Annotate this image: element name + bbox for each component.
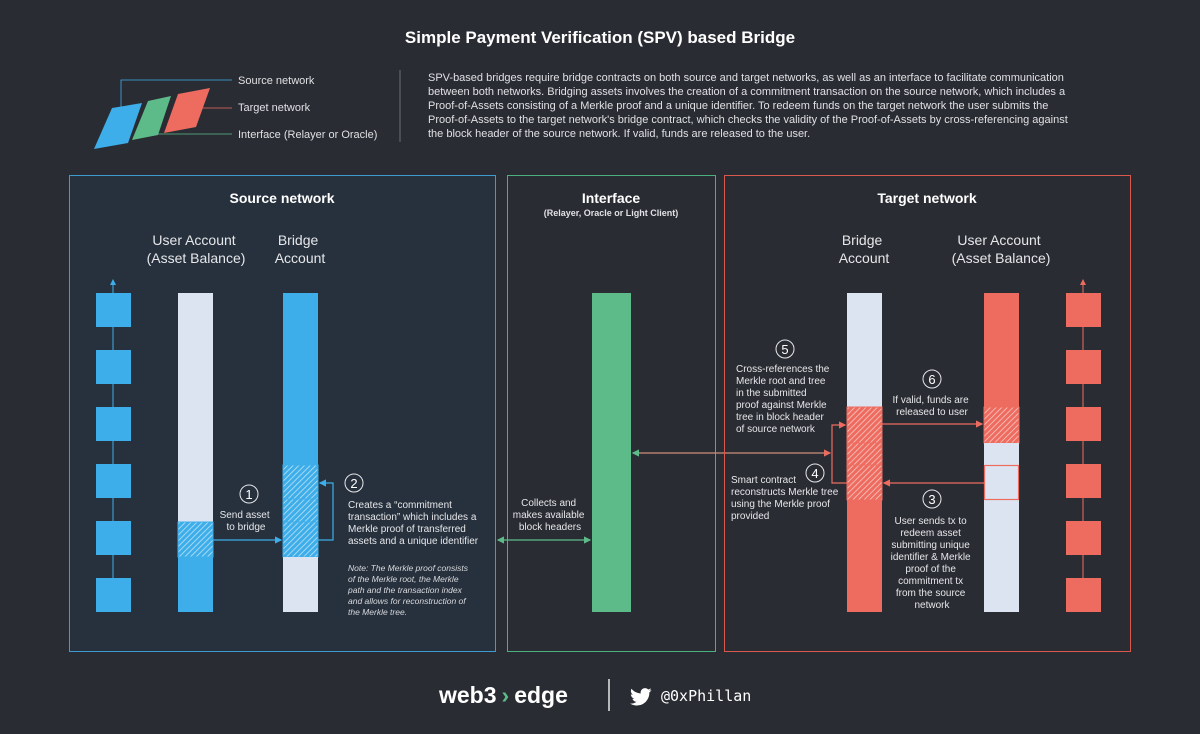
step-6-badge xyxy=(922,369,942,389)
block xyxy=(1066,407,1101,441)
target-network-swatch xyxy=(164,88,210,133)
twitter-icon xyxy=(630,688,652,706)
block xyxy=(1066,350,1101,384)
block xyxy=(96,407,131,441)
step-2-text: Creates a “commitment transaction” which… xyxy=(348,500,479,547)
step-2-badge xyxy=(344,473,364,493)
block xyxy=(96,464,131,498)
step-4-number: 4 xyxy=(811,466,818,481)
interface-title: Interface xyxy=(582,190,641,206)
brand-logo: web3›edge xyxy=(438,682,568,708)
target-blockchain xyxy=(1066,279,1101,612)
block xyxy=(96,350,131,384)
legend: Source network Target network Interface … xyxy=(94,75,377,149)
target-user-account-header: User Account (Asset Balance) xyxy=(952,232,1051,266)
step-5-text: Cross-references the Merkle root and tre… xyxy=(736,364,832,435)
target-bridge-balance-bar xyxy=(846,293,883,612)
block xyxy=(1066,578,1101,612)
source-user-balance-bar xyxy=(177,293,214,612)
source-bridge-account-header: Bridge Account xyxy=(275,232,326,266)
step-4-text: Smart contract reconstructs Merkle tree … xyxy=(731,475,841,522)
source-user-account-header: User Account (Asset Balance) xyxy=(147,232,246,266)
interface-swatch xyxy=(132,96,171,140)
legend-source-label: Source network xyxy=(238,75,315,87)
target-network-panel: Target network Bridge Account User Accou… xyxy=(724,175,1131,652)
block xyxy=(96,521,131,555)
source-bridge-balance-bar xyxy=(282,293,319,612)
interface-panel: Interface (Relayer, Oracle or Light Clie… xyxy=(496,175,716,652)
step-6-text: If valid, funds are released to user xyxy=(893,395,972,418)
interface-bar xyxy=(592,293,631,612)
step-5-badge xyxy=(775,339,795,359)
block xyxy=(96,578,131,612)
block xyxy=(1066,464,1101,498)
step-3-text: User sends tx to redeem asset submitting… xyxy=(891,516,974,611)
step-5-number: 5 xyxy=(781,342,788,357)
step-6-number: 6 xyxy=(928,372,935,387)
step-3-number: 3 xyxy=(928,492,935,507)
block xyxy=(96,293,131,327)
interface-subtitle: (Relayer, Oracle or Light Client) xyxy=(544,208,679,218)
footer: web3›edge @0xPhillan xyxy=(438,679,751,711)
step-1-badge xyxy=(239,484,259,504)
source-network-title: Source network xyxy=(229,190,334,206)
target-bridge-account-header: Bridge Account xyxy=(839,232,890,266)
interface-text: Collects and makes available block heade… xyxy=(513,498,588,533)
verification-loop-arrow xyxy=(831,421,847,484)
source-blockchain xyxy=(96,279,131,612)
twitter-handle[interactable]: @0xPhillan xyxy=(661,687,751,705)
page-title: Simple Payment Verification (SPV) based … xyxy=(405,28,795,47)
step-3-badge xyxy=(922,489,942,509)
target-user-balance-bar xyxy=(983,293,1020,612)
block xyxy=(1066,293,1101,327)
source-network-panel: Source network User Account (Asset Balan… xyxy=(69,175,496,652)
source-network-swatch xyxy=(94,103,142,149)
block xyxy=(1066,521,1101,555)
merkle-proof-note: Note: The Merkle proof consists of the M… xyxy=(347,563,470,617)
step-4-badge xyxy=(805,463,825,483)
step-1-text: Send asset to bridge xyxy=(220,510,273,533)
step-2-number: 2 xyxy=(350,476,357,491)
description: SPV-based bridges require bridge contrac… xyxy=(428,72,1071,140)
commitment-loop-arrow xyxy=(318,479,334,541)
target-network-title: Target network xyxy=(877,190,977,206)
legend-target-label: Target network xyxy=(238,102,311,114)
legend-interface-label: Interface (Relayer or Oracle) xyxy=(238,129,377,141)
step-1-number: 1 xyxy=(245,487,252,502)
